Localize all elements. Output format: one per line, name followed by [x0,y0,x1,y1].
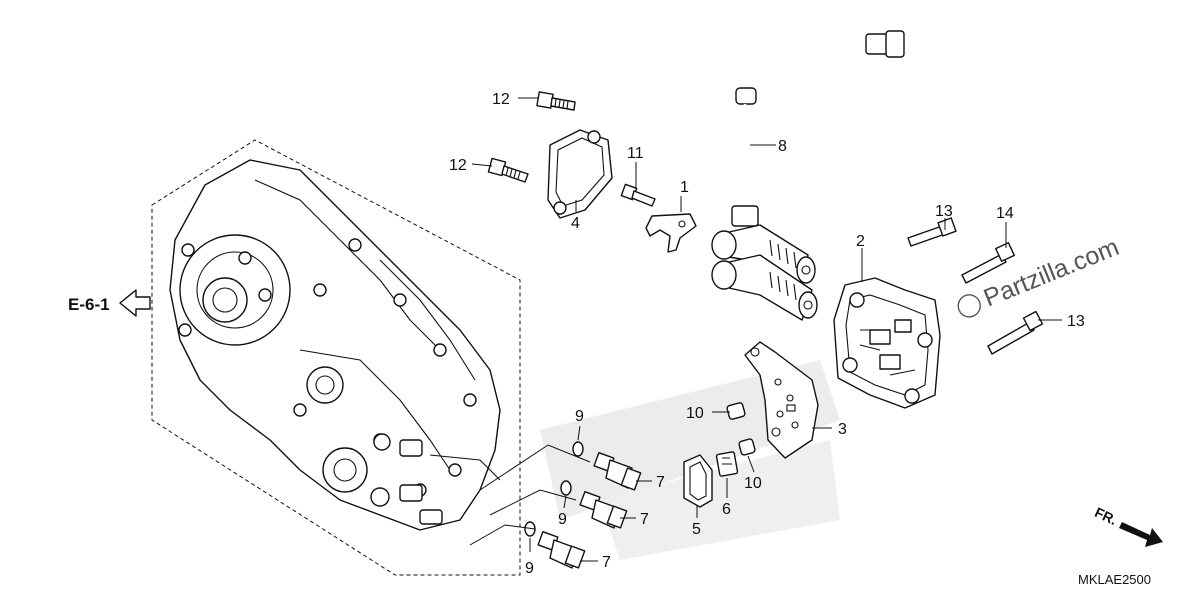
seal-5[interactable] [683,454,713,508]
callout-5: 5 [692,521,701,538]
watermark-text: Partzilla.com [980,233,1123,313]
callout-14: 14 [996,205,1014,222]
callout-labels: 1 2 3 4 5 6 7 7 7 8 9 9 9 10 10 11 12 12… [449,91,1085,577]
transmission-cover[interactable] [151,139,521,576]
callout-7-lower: 7 [602,554,611,571]
pressure-switch-7-upper[interactable] [593,451,642,491]
callout-12-upper: 12 [492,91,510,108]
callout-4: 4 [571,215,580,232]
callout-7-upper: 7 [656,474,665,491]
callout-8: 8 [778,138,787,155]
bolt-13-upper[interactable] [907,217,957,247]
filter-6[interactable] [715,451,739,477]
callout-1: 1 [680,179,689,196]
o-ring-9-middle[interactable] [560,480,572,496]
diagram-code: MKLAE2500 [1078,572,1151,587]
bracket-1[interactable] [645,213,697,253]
reference-link[interactable]: E-6-1 [68,289,151,317]
callout-7-middle: 7 [640,511,649,528]
o-ring-9-upper[interactable] [572,441,584,457]
watermark: Partzilla.com [957,233,1123,318]
callout-3: 3 [838,421,847,438]
reference-label[interactable]: E-6-1 [68,295,110,314]
bolt-14[interactable] [961,241,1016,284]
front-label: FR. [1092,504,1119,528]
reference-arrow-icon[interactable] [119,289,151,317]
callout-13-lower: 13 [1067,313,1085,330]
solenoid-cover-4[interactable] [547,129,613,219]
callout-9-lower: 9 [525,560,534,577]
callout-10-upper: 10 [686,405,704,422]
callout-9-upper: 9 [575,408,584,425]
front-arrow-icon [1119,522,1163,547]
bolt-11[interactable] [620,183,656,207]
pressure-switch-7-lower[interactable] [537,530,586,569]
callout-12-lower: 12 [449,157,467,174]
leader-lines [469,97,1062,562]
callout-6: 6 [722,501,731,518]
registered-mark-icon [957,294,981,318]
pressure-switch-7-middle[interactable] [579,490,628,529]
callout-13-upper: 13 [935,203,953,220]
callout-9-middle: 9 [558,511,567,528]
callout-11: 11 [627,145,644,162]
solenoid-harness-8[interactable] [711,30,905,321]
callout-10-lower: 10 [744,475,762,492]
valve-body-2[interactable] [833,277,941,409]
dowel-pin-10-upper[interactable] [726,402,746,420]
dowel-pin-10-lower[interactable] [738,438,756,456]
bolt-12-upper[interactable] [536,91,576,111]
callout-2: 2 [856,233,865,250]
front-direction-indicator: FR. [1092,504,1163,547]
bolt-13-lower[interactable] [987,310,1044,355]
separator-plate-3[interactable] [744,341,819,459]
bolt-12-lower[interactable] [487,157,529,183]
